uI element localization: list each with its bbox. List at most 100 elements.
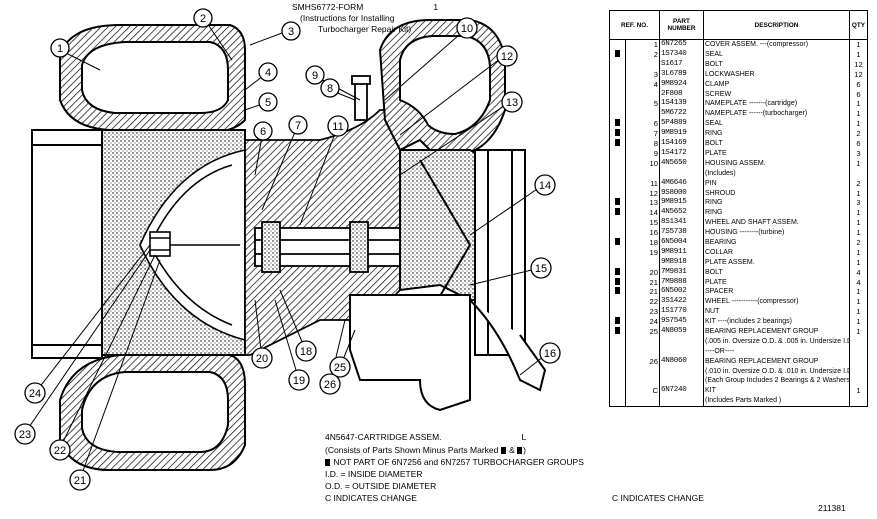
cell-desc: LOCKWASHER xyxy=(703,69,850,80)
cell-part: 4N8059 xyxy=(659,326,704,337)
cell-desc: BEARING REPLACEMENT GROUP xyxy=(703,356,850,367)
cell-qty: 1 xyxy=(849,297,868,308)
cell-qty: 1 xyxy=(849,49,868,60)
row-marker xyxy=(609,396,626,407)
cell-ref: 5 xyxy=(625,99,660,110)
cell-qty: 2 xyxy=(849,129,868,139)
row-marker xyxy=(609,316,626,327)
center-housing xyxy=(244,75,401,356)
cell-part: 9S7545 xyxy=(659,316,704,327)
table-row: (.010 in. Oversize O.D. & .010 in. Under… xyxy=(609,366,868,377)
row-marker xyxy=(609,119,626,130)
leader-lines xyxy=(24,19,549,480)
cell-ref xyxy=(625,336,660,347)
row-marker xyxy=(609,356,626,367)
callout-2: 2 xyxy=(200,13,206,25)
cell-desc: (Each Group Includes 2 Bearings & 2 Wash… xyxy=(703,376,850,387)
square-marker-icon xyxy=(614,287,620,295)
cell-qty: 4 xyxy=(849,267,868,278)
square-marker-icon xyxy=(614,198,620,206)
cell-part xyxy=(659,376,704,387)
consists-note: (Consists of Parts Shown Minus Parts Mar… xyxy=(325,445,526,455)
callout-4: 4 xyxy=(265,67,271,79)
cell-desc: PIN xyxy=(703,178,850,189)
square-marker-icon xyxy=(614,50,620,58)
table-row: (Includes) xyxy=(609,168,868,179)
cell-part: 9M8924 xyxy=(659,79,704,90)
cell-desc: (Includes Parts Marked ) xyxy=(703,396,850,407)
table-header-row: REF. NO. PART NUMBER DESCRIPTION QTY xyxy=(609,10,868,40)
callout-14: 14 xyxy=(539,180,551,192)
cell-qty: 6 xyxy=(849,89,868,100)
cell-ref: 16 xyxy=(625,227,660,238)
cell-desc: NAMEPLATE ------(turbocharger) xyxy=(703,109,850,120)
cell-part: 3S1422 xyxy=(659,297,704,308)
cell-part xyxy=(659,396,704,407)
cell-desc: PLATE ASSEM. xyxy=(703,257,850,268)
table-row: (Includes Parts Marked ) xyxy=(609,396,868,407)
row-marker xyxy=(609,297,626,308)
cell-ref: 15 xyxy=(625,218,660,228)
cell-desc: CLAMP xyxy=(703,79,850,90)
cell-part: 6N5002 xyxy=(659,287,704,298)
cell-qty xyxy=(849,366,868,377)
cell-qty: 1 xyxy=(849,109,868,120)
row-marker xyxy=(609,168,626,179)
row-marker xyxy=(609,376,626,387)
callout-21: 21 xyxy=(74,475,86,487)
cell-ref: 23 xyxy=(625,307,660,317)
cell-qty: 1 xyxy=(849,287,868,298)
cell-ref: 11 xyxy=(625,178,660,189)
cell-ref: 22 xyxy=(625,297,660,308)
cell-qty: 1 xyxy=(849,39,868,50)
cell-qty xyxy=(849,396,868,407)
square-marker-icon xyxy=(614,317,620,325)
cell-desc: HOUSING ASSEM. xyxy=(703,158,850,169)
cell-ref: C xyxy=(625,386,660,397)
cell-qty: 1 xyxy=(849,257,868,268)
cell-desc: (.010 in. Oversize O.D. & .010 in. Under… xyxy=(703,366,850,377)
not-part-note: NOT PART OF 6N7256 and 6N7257 TURBOCHARG… xyxy=(325,457,584,467)
cell-ref: 19 xyxy=(625,247,660,258)
cell-part: 9M8919 xyxy=(659,129,704,139)
cell-desc: PLATE xyxy=(703,277,850,288)
row-marker xyxy=(609,99,626,110)
cell-qty: 2 xyxy=(849,178,868,189)
cell-qty: 1 xyxy=(849,218,868,228)
cell-desc: HOUSING --------(turbine) xyxy=(703,227,850,238)
cell-ref: 1 xyxy=(625,39,660,50)
row-marker xyxy=(609,307,626,317)
square-marker-icon xyxy=(614,119,620,127)
row-marker xyxy=(609,79,626,90)
cell-part: 6N7265 xyxy=(659,39,704,50)
cell-qty: 1 xyxy=(849,326,868,337)
cell-desc: BEARING REPLACEMENT GROUP xyxy=(703,326,850,337)
cell-desc: BOLT xyxy=(703,138,850,149)
cell-desc: BOLT xyxy=(703,267,850,278)
cell-part: 7S5738 xyxy=(659,227,704,238)
row-marker xyxy=(609,198,626,209)
turbine-housing xyxy=(349,19,547,412)
cell-qty: 1 xyxy=(849,158,868,169)
row-marker xyxy=(609,267,626,278)
cell-part xyxy=(659,336,704,347)
cell-desc: SPACER xyxy=(703,287,850,298)
row-marker xyxy=(609,366,626,377)
cell-qty xyxy=(849,376,868,387)
cell-ref xyxy=(625,257,660,268)
